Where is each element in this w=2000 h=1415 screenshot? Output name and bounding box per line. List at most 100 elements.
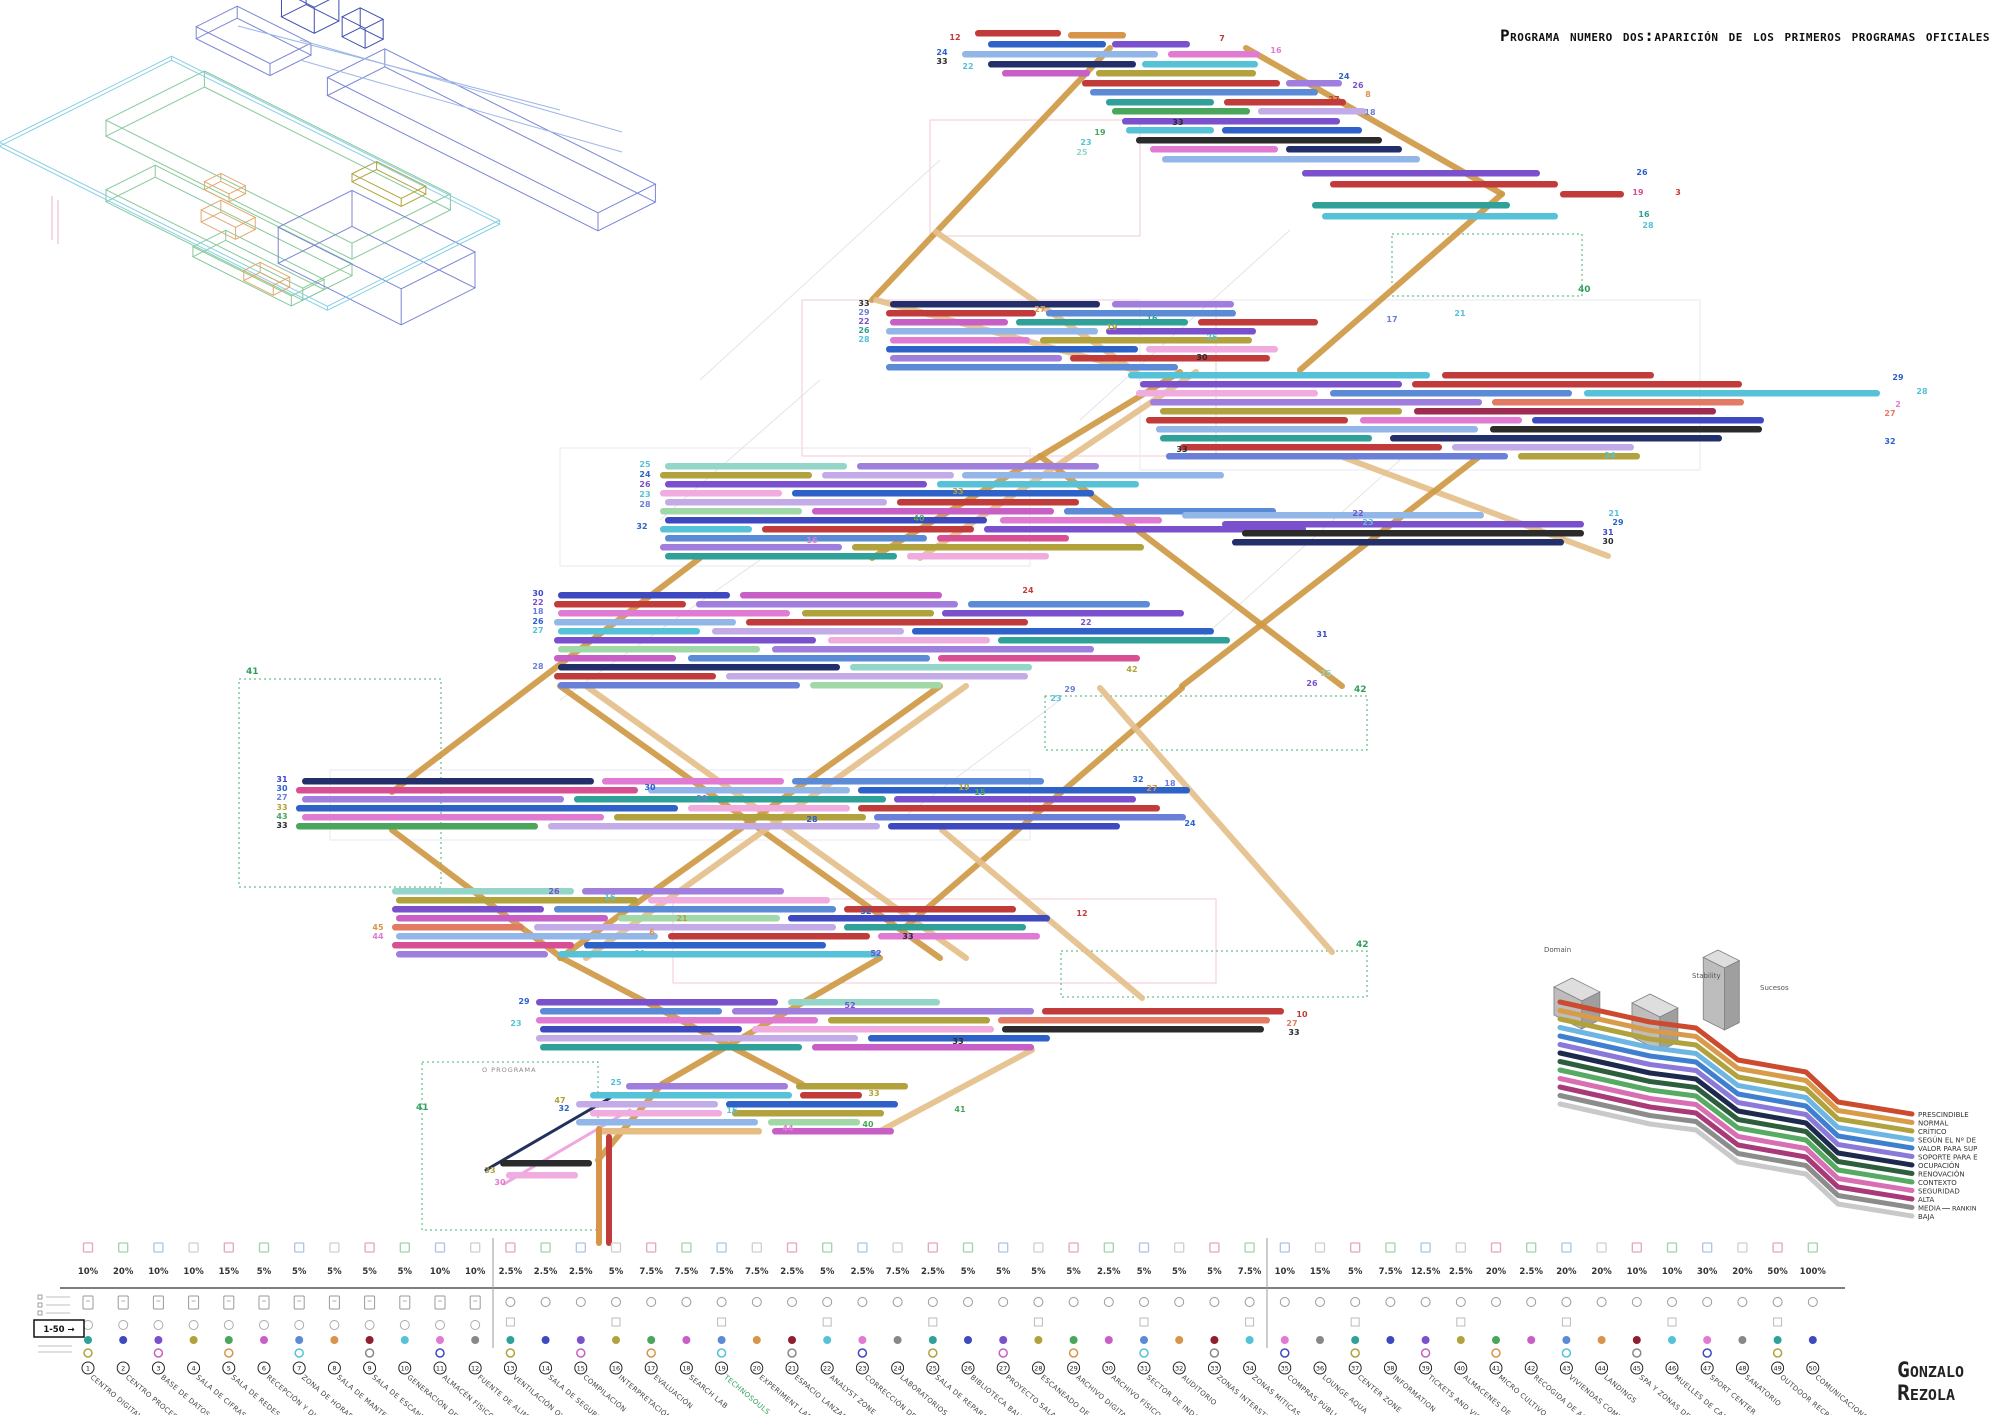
axis-percent: 15%	[219, 1267, 240, 1277]
axis-square	[1455, 1242, 1466, 1253]
program-bar	[558, 610, 790, 617]
axis-percent: 5%	[996, 1267, 1011, 1277]
program-bar	[1002, 70, 1090, 77]
axis-percent: 2.5%	[851, 1267, 875, 1277]
program-bar	[1040, 337, 1252, 344]
axis-square	[294, 1242, 305, 1253]
connector-line	[1097, 685, 1335, 955]
axis-square	[399, 1242, 410, 1253]
thin-guide-line	[659, 379, 821, 521]
program-bar	[648, 897, 830, 904]
axis-square	[364, 1242, 375, 1253]
program-bar	[1330, 390, 1572, 397]
axis-dot	[1808, 1336, 1817, 1344]
axis-square	[1631, 1242, 1642, 1253]
program-bar	[1390, 435, 1722, 442]
bar-number: 33	[484, 1166, 495, 1175]
program-bar	[1162, 156, 1420, 163]
program-bar	[886, 310, 1036, 317]
program-bar	[554, 619, 736, 626]
bar-number: 33	[1288, 1028, 1299, 1037]
range-box	[33, 1319, 85, 1338]
bar-number: 30	[1196, 353, 1208, 362]
legend-ribbon	[1557, 1042, 1915, 1159]
axis-percent: 2.5%	[1097, 1267, 1121, 1277]
axis-dot-ring	[1280, 1348, 1290, 1358]
legend-ribbon	[1557, 1093, 1915, 1210]
program-bar	[1224, 99, 1346, 106]
axis-number-circle	[750, 1361, 764, 1375]
axis-ring-icon	[223, 1320, 234, 1330]
axis-dot	[1351, 1336, 1360, 1344]
axis-percent: 5%	[292, 1267, 307, 1277]
legend-ribbon	[1557, 1016, 1915, 1134]
poster-title: Programa numero dos:aparición de los pri…	[1499, 26, 1990, 45]
legend-label: RENOVACIÓN	[1918, 1170, 1965, 1179]
axis-number-circle	[609, 1361, 623, 1375]
axis-square	[1737, 1242, 1748, 1253]
bar-number: 7	[1219, 34, 1225, 43]
axis-percent: 5%	[1137, 1267, 1152, 1277]
axis-number-circle	[1383, 1361, 1397, 1375]
program-bar	[648, 787, 850, 794]
program-bar	[942, 610, 1184, 617]
legend-label: VALOR PARA SUP	[1918, 1145, 1977, 1153]
axis-square	[82, 1242, 94, 1253]
legend-tower-label: Stability	[1692, 972, 1721, 980]
program-bar	[1330, 181, 1558, 188]
axis-square	[1420, 1242, 1431, 1253]
axis-square	[540, 1242, 551, 1253]
frame-rect	[929, 119, 1141, 237]
iso-box	[191, 229, 326, 307]
program-bar	[660, 544, 842, 551]
program-bar	[296, 805, 678, 812]
axis-square	[1702, 1242, 1713, 1253]
axis-square	[1807, 1242, 1818, 1253]
axis-number: 15	[577, 1365, 585, 1373]
program-bar	[1560, 191, 1624, 198]
axis-box-icon	[1773, 1317, 1783, 1327]
axis-dot	[471, 1336, 480, 1344]
axis-percent: 7.5%	[675, 1267, 699, 1277]
axis-number-circle	[574, 1361, 588, 1375]
program-bar	[1360, 417, 1522, 424]
axis-doc-icon	[434, 1295, 446, 1310]
axis-ring-icon	[540, 1297, 551, 1307]
bar-number: 19	[1106, 323, 1118, 332]
program-bar	[1082, 80, 1280, 87]
axis-percent: 7.5%	[710, 1267, 734, 1277]
axis-dot	[295, 1336, 304, 1344]
bar-number: 26	[858, 326, 870, 335]
zone-number: 40	[1578, 285, 1591, 295]
bar-number: 31	[1316, 630, 1328, 639]
axis-square	[329, 1242, 340, 1253]
bar-number: 32	[558, 1104, 569, 1113]
program-bar	[1042, 1008, 1284, 1015]
axis-ring-icon	[1244, 1297, 1255, 1307]
axis-dot	[999, 1336, 1008, 1344]
program-bar	[1286, 146, 1402, 153]
axis-ring-icon	[1315, 1297, 1325, 1307]
bar-number: 24	[639, 470, 651, 479]
axis-number: 26	[964, 1365, 972, 1373]
axis-number: 4	[192, 1365, 196, 1373]
axis-square	[610, 1242, 622, 1253]
axis-dot	[682, 1336, 691, 1344]
axis-dot-ring	[505, 1348, 516, 1358]
axis-percent: 5%	[257, 1267, 272, 1277]
axis-number-circle	[1489, 1361, 1503, 1375]
program-bar	[788, 915, 1050, 922]
axis-dot	[1421, 1336, 1430, 1344]
bar-number: 33	[952, 487, 963, 496]
dashed-zone	[1044, 695, 1368, 751]
program-bar	[665, 535, 927, 542]
axis-number-circle	[1559, 1361, 1573, 1375]
connector-line	[1297, 191, 1505, 373]
legend-ribbon	[1557, 1059, 1915, 1176]
legend-ribbon	[1557, 1008, 1915, 1125]
bar-number: 33	[1176, 445, 1187, 454]
program-note: O PROGRAMA	[482, 1066, 537, 1074]
program-bar	[844, 924, 1026, 931]
legend-label: BAJA	[1918, 1213, 1935, 1221]
bar-number: 21	[634, 949, 646, 958]
